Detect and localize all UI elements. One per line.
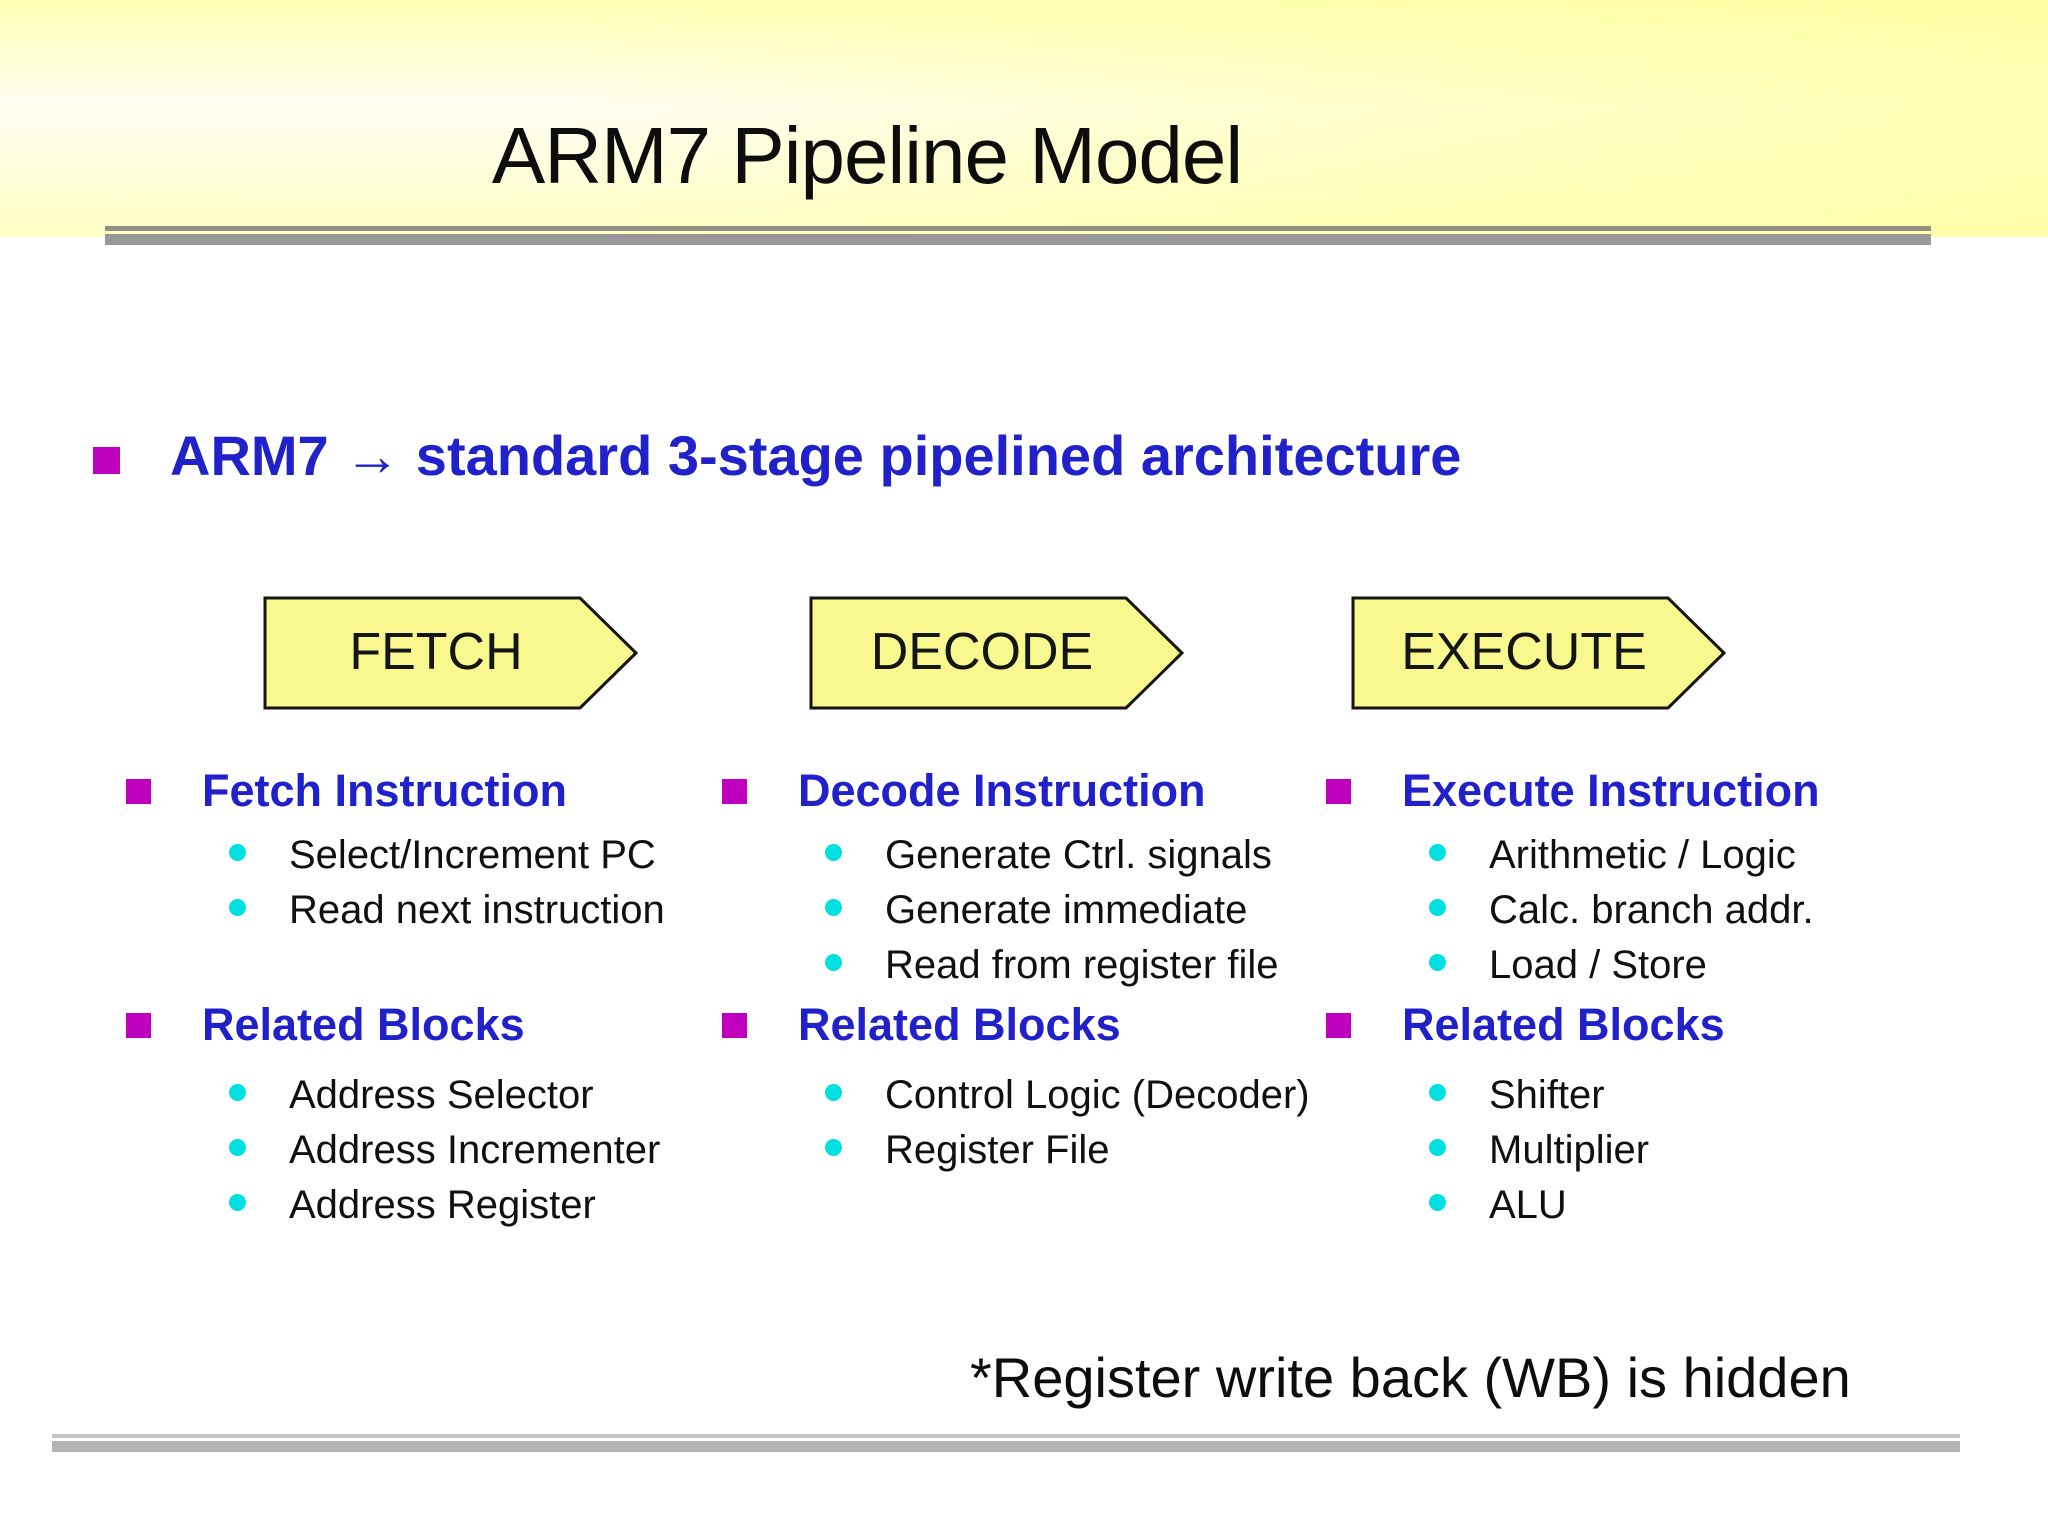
stage-label: EXECUTE: [1401, 623, 1647, 681]
column-heading: Execute Instruction: [1402, 765, 1820, 816]
bullet-dot-icon: [1429, 1194, 1446, 1211]
stage-label: DECODE: [870, 623, 1094, 681]
bullet-dot-icon: [229, 1194, 246, 1211]
bullet-square-icon: [126, 1013, 151, 1038]
bullet-dot-icon: [229, 1084, 246, 1101]
column-heading: Related Blocks: [1402, 999, 1725, 1050]
footnote-text: *Register write back (WB) is hidden: [970, 1346, 1851, 1409]
list-item: Read from register file: [885, 943, 1279, 987]
bullet-dot-icon: [1429, 954, 1446, 971]
column-heading: Decode Instruction: [798, 765, 1206, 816]
bullet-dot-icon: [1429, 844, 1446, 861]
stage-arrow-icon: [1351, 596, 1727, 710]
bullet-dot-icon: [229, 1139, 246, 1156]
bottom-divider-thick-line: [52, 1441, 1960, 1452]
list-item: Control Logic (Decoder): [885, 1073, 1310, 1117]
top-divider-thin-line: [105, 226, 1931, 231]
bullet-dot-icon: [825, 954, 842, 971]
stage-decode: DECODE: [809, 596, 1185, 710]
list-item: Register File: [885, 1128, 1110, 1172]
bullet-dot-icon: [825, 844, 842, 861]
stage-arrow-icon: [809, 596, 1185, 710]
bullet-dot-icon: [229, 844, 246, 861]
stage-execute: EXECUTE: [1351, 596, 1727, 710]
list-item: Calc. branch addr.: [1489, 888, 1814, 932]
bullet-square-icon: [126, 779, 151, 804]
column-fetch: Fetch Instruction Select/Increment PC Re…: [126, 764, 722, 1464]
header-gradient-band: [0, 0, 2048, 237]
list-item: Generate Ctrl. signals: [885, 833, 1272, 877]
bullet-square-icon: [722, 779, 747, 804]
list-item: Address Incrementer: [289, 1128, 661, 1172]
list-item: Shifter: [1489, 1073, 1605, 1117]
column-heading: Related Blocks: [202, 999, 525, 1050]
main-bullet-text: ARM7 → standard 3-stage pipelined archit…: [170, 424, 1462, 487]
stage-arrow-icon: [263, 596, 639, 710]
list-item: Generate immediate: [885, 888, 1248, 932]
bottom-divider-thin-line: [52, 1434, 1960, 1438]
stage-label: FETCH: [349, 623, 523, 681]
column-heading: Fetch Instruction: [202, 765, 568, 816]
page-title: ARM7 Pipeline Model: [491, 111, 1243, 200]
bullet-dot-icon: [825, 1139, 842, 1156]
list-item: Arithmetic / Logic: [1489, 833, 1796, 877]
list-item: Read next instruction: [289, 888, 665, 932]
bullet-dot-icon: [1429, 1084, 1446, 1101]
list-item: Address Selector: [289, 1073, 594, 1117]
bullet-square-icon: [1326, 779, 1351, 804]
bullet-square-icon: [93, 447, 120, 474]
bullet-dot-icon: [825, 1084, 842, 1101]
stage-fetch: FETCH: [263, 596, 639, 710]
column-execute: Execute Instruction Arithmetic / Logic C…: [1326, 764, 1922, 1464]
column-heading: Related Blocks: [798, 999, 1121, 1050]
bullet-dot-icon: [229, 899, 246, 916]
bullet-square-icon: [722, 1013, 747, 1038]
bullet-dot-icon: [1429, 899, 1446, 916]
list-item: Load / Store: [1489, 943, 1707, 987]
list-item: ALU: [1489, 1183, 1567, 1227]
list-item: Select/Increment PC: [289, 833, 656, 877]
list-item: Multiplier: [1489, 1128, 1650, 1172]
bullet-dot-icon: [825, 899, 842, 916]
top-divider-thick-line: [105, 234, 1931, 245]
bullet-square-icon: [1326, 1013, 1351, 1038]
bullet-dot-icon: [1429, 1139, 1446, 1156]
list-item: Address Register: [289, 1183, 596, 1227]
column-decode: Decode Instruction Generate Ctrl. signal…: [722, 764, 1318, 1464]
